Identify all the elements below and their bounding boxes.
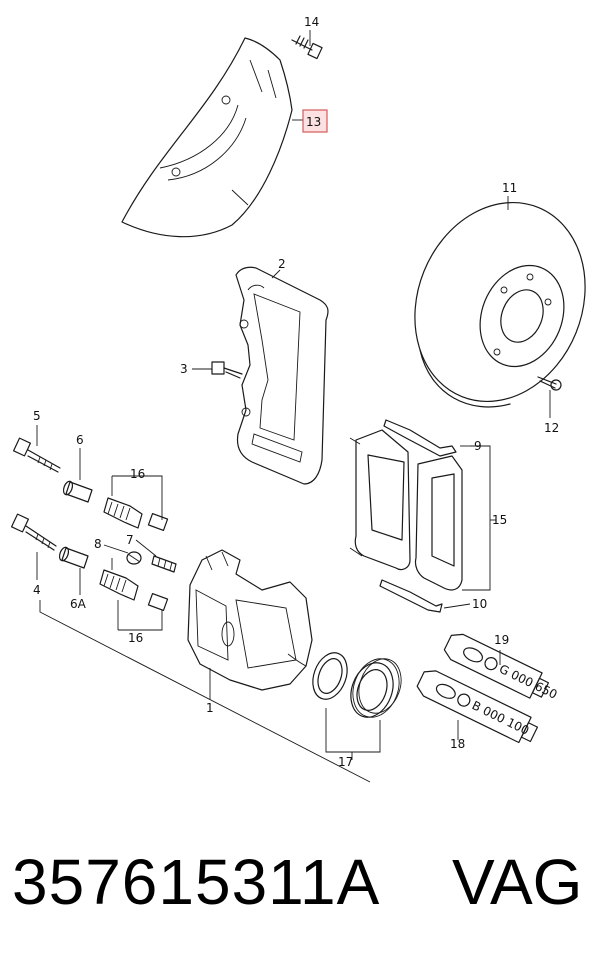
callout-5: 5 — [33, 409, 41, 423]
callout-12: 12 — [544, 421, 559, 435]
callout-10: 10 — [472, 597, 487, 611]
callout-3: 3 — [180, 362, 188, 376]
guide-bolt-4 — [11, 513, 57, 551]
exploded-brake-diagram: G 000 650 B 000 100 — [11, 15, 586, 783]
anti-rattle-clip-10 — [379, 579, 443, 613]
screw-12 — [537, 376, 562, 391]
part-number: 357615311A — [12, 846, 381, 918]
callout-7: 7 — [126, 533, 134, 547]
caliper-carrier — [235, 266, 329, 485]
callout-13: 13 — [306, 115, 321, 129]
anti-rattle-clip-9 — [383, 419, 457, 457]
bolt-14 — [291, 35, 323, 60]
callout-4: 4 — [33, 583, 41, 597]
callout-14: 14 — [304, 15, 319, 29]
caption-bar: 357615311A VAG — [0, 845, 600, 935]
boot-16-lower — [99, 569, 169, 611]
bush-6a — [58, 546, 89, 569]
callout-19: 19 — [494, 633, 509, 647]
vw-logo-icon — [457, 693, 471, 707]
callout-1: 1 — [206, 701, 214, 715]
bolt-3 — [211, 361, 243, 379]
bleeder-valve-7 — [151, 555, 177, 573]
brand-name: VAG — [452, 846, 583, 918]
callout-labels: 14 13 11 2 3 12 9 15 10 5 6 16 8 7 4 6A … — [33, 15, 559, 769]
dust-boot — [350, 658, 402, 718]
splash-shield — [121, 37, 293, 238]
callout-18: 18 — [450, 737, 465, 751]
callout-2: 2 — [278, 257, 286, 271]
boot-16-upper — [103, 497, 169, 531]
leader-lines — [36, 30, 551, 783]
callout-15: 15 — [492, 513, 507, 527]
bush-6 — [62, 480, 93, 503]
callout-16-lower: 16 — [128, 631, 143, 645]
brake-pads — [349, 429, 463, 591]
piston-seal — [312, 652, 348, 700]
callout-6: 6 — [76, 433, 84, 447]
callout-8: 8 — [94, 537, 102, 551]
brake-disc — [414, 201, 586, 408]
tube-19-text: G 000 650 — [497, 662, 560, 702]
bleeder-cap-8 — [126, 551, 142, 565]
vw-logo-icon — [484, 657, 498, 671]
tube-18-text: B 000 100 — [470, 698, 532, 738]
callout-6a: 6A — [70, 597, 87, 611]
callout-16-upper: 16 — [130, 467, 145, 481]
guide-bolt-5 — [13, 437, 61, 473]
callout-9: 9 — [474, 439, 482, 453]
callout-17: 17 — [338, 755, 353, 769]
caliper-housing — [187, 549, 313, 691]
callout-13-highlight — [302, 109, 328, 133]
callout-11: 11 — [502, 181, 517, 195]
